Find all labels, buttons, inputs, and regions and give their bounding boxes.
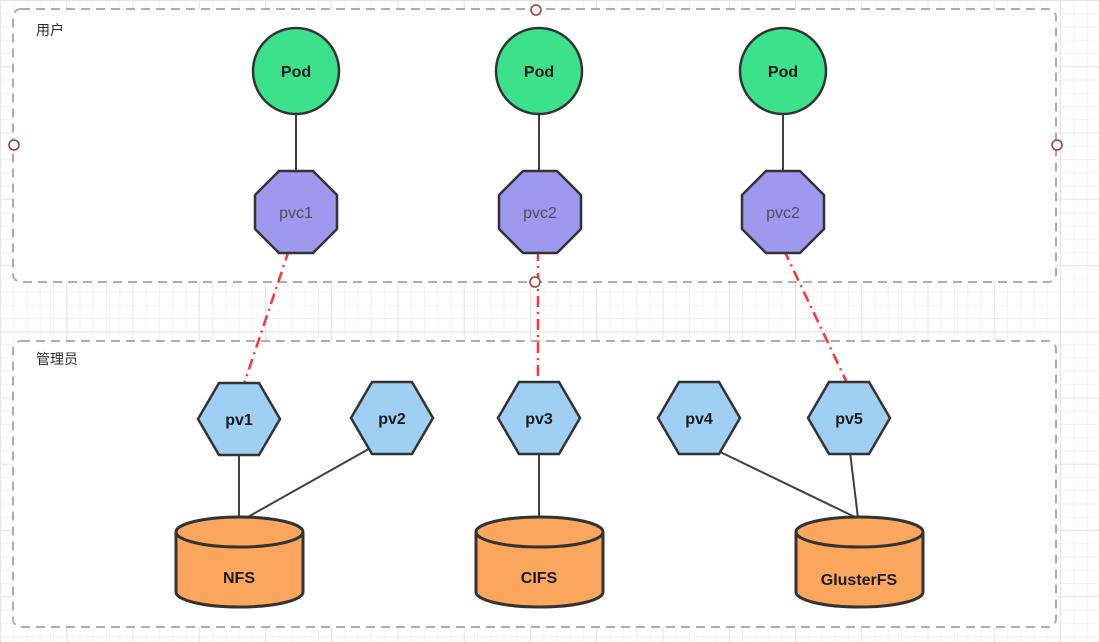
cylinder-body[interactable] [794, 515, 925, 609]
pod-label: Pod [768, 64, 798, 81]
pv-label: pv1 [225, 412, 253, 429]
pod-label: Pod [281, 64, 311, 81]
pod-node-3[interactable]: Pod [738, 26, 828, 116]
pvc-node-1[interactable]: pvc1 [253, 169, 339, 255]
red-edge-pvc3-pv5[interactable] [782, 249, 851, 388]
pv-label: pv4 [685, 411, 713, 428]
edge-pv2-nfs[interactable] [245, 445, 375, 519]
pv-hexagon[interactable] [496, 380, 582, 456]
pv-node-3[interactable]: pv3 [496, 380, 582, 456]
storage-node-nfs[interactable]: NFS [174, 515, 305, 609]
pvc-octagon[interactable] [497, 169, 583, 255]
storage-node-glusterfs[interactable]: GlusterFS [794, 515, 925, 609]
cylinder-rim [794, 531, 925, 549]
cylinder-body[interactable] [474, 515, 605, 609]
cylinder-rim [474, 531, 605, 549]
storage-node-cifs[interactable]: CIFS [474, 515, 605, 609]
pvc-label: pvc2 [766, 205, 800, 222]
pvc-octagon[interactable] [740, 169, 826, 255]
pod-node-1[interactable]: Pod [251, 26, 341, 116]
user-group-label: 用户 [36, 22, 64, 38]
connection-point-right[interactable] [1051, 139, 1063, 151]
edge-pv4-glusterfs[interactable] [711, 447, 858, 519]
storage-label: GlusterFS [821, 572, 898, 589]
edge-pv5-glusterfs[interactable] [849, 451, 859, 519]
pvc-label: pvc2 [523, 205, 557, 222]
connection-point-bottom[interactable] [529, 276, 541, 288]
connection-point-top[interactable] [530, 4, 542, 16]
storage-label: CIFS [521, 570, 558, 587]
pod-node-2[interactable]: Pod [494, 26, 584, 116]
pv-hexagon[interactable] [806, 380, 892, 456]
pvc-node-2[interactable]: pvc2 [497, 169, 583, 255]
pod-circle[interactable] [251, 26, 341, 116]
pod-circle[interactable] [738, 26, 828, 116]
storage-label: NFS [223, 570, 255, 587]
connection-point-left[interactable] [8, 139, 20, 151]
pvc-octagon[interactable] [253, 169, 339, 255]
pvc-label: pvc1 [279, 205, 313, 222]
pv-hexagon[interactable] [349, 380, 435, 456]
pv-label: pv5 [835, 411, 863, 428]
pv-node-5[interactable]: pv5 [806, 380, 892, 456]
pv-node-4[interactable]: pv4 [656, 380, 742, 456]
pv-node-1[interactable]: pv1 [196, 381, 282, 457]
pod-label: Pod [524, 64, 554, 81]
pod-circle[interactable] [494, 26, 584, 116]
pv-hexagon[interactable] [656, 380, 742, 456]
red-edge-pvc1-pv1[interactable] [241, 249, 291, 388]
pv-node-2[interactable]: pv2 [349, 380, 435, 456]
pv-label: pv3 [525, 411, 553, 428]
cylinder-rim [174, 531, 305, 549]
pv-label: pv2 [378, 411, 406, 428]
cylinder-body[interactable] [174, 515, 305, 609]
admin-group-label: 管理员 [36, 351, 78, 367]
pvc-node-3[interactable]: pvc2 [740, 169, 826, 255]
pv-hexagon[interactable] [196, 381, 282, 457]
